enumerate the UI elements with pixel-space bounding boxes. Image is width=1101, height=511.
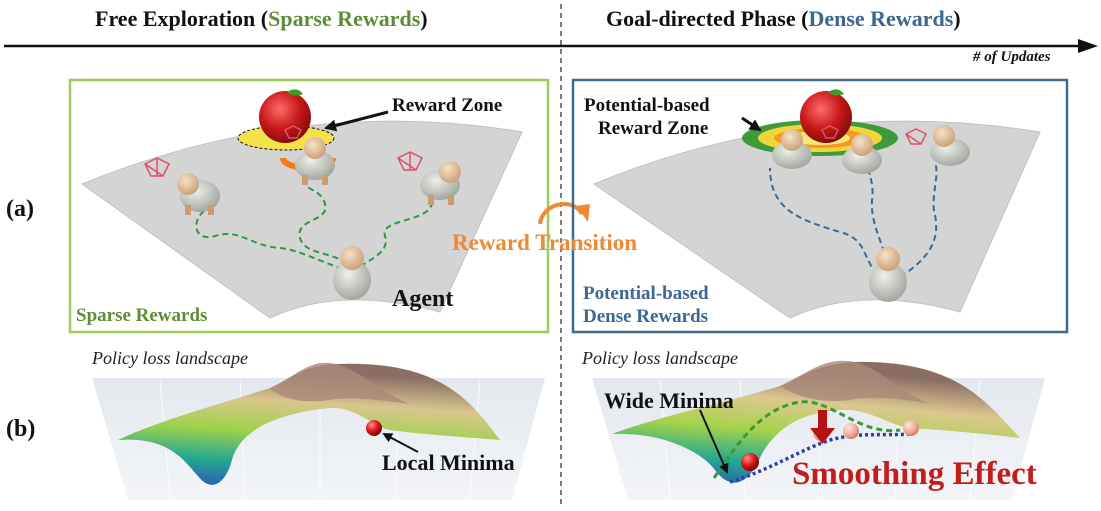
agent-figures: [772, 125, 970, 302]
sparse-panel-border: [68, 78, 550, 334]
updates-axis-label: # of Updates: [973, 49, 1051, 65]
smoothing-arrow-head: [810, 428, 835, 444]
agent-figures: [177, 137, 461, 300]
apple-icon: [800, 91, 852, 143]
potential-zone-pointer: [741, 116, 762, 132]
reward-transition-label: Reward Transition: [452, 230, 638, 255]
title-suffix: ): [953, 6, 961, 31]
title-prefix: Free Exploration (: [95, 6, 269, 31]
transition-arrow: [538, 202, 584, 225]
title-prefix: Goal-directed Phase (: [606, 6, 809, 31]
row-label-b: (b): [6, 416, 36, 442]
sparse-arena-floor: [80, 120, 523, 319]
local-minima-pointer: [382, 433, 419, 453]
polyhedron-markers: [143, 125, 424, 177]
title-suffix: ): [420, 6, 428, 31]
smoothing-arrow-shaft: [818, 410, 827, 430]
potential-zone-line1: Potential-based: [584, 95, 710, 116]
loss-surface-left: [118, 363, 500, 485]
updates-axis-arrowhead: [1078, 39, 1098, 53]
trajectory-ball: [843, 423, 859, 439]
row-label-a: (a): [6, 196, 34, 222]
dense-label-line2: Dense Rewards: [583, 306, 709, 327]
potential-reward-zone-label: Potential-based Reward Zone: [584, 94, 710, 140]
dense-panel-border: [571, 78, 1069, 334]
reward-zone-label: Reward Zone: [392, 95, 503, 116]
wide-minimum-ball: [741, 453, 759, 471]
smoothed-loss-curve: [729, 432, 911, 484]
policy-loss-caption-right: Policy loss landscape: [582, 348, 738, 368]
sparse-rewards-highlight: Sparse Rewards: [268, 6, 421, 31]
dense-label-line1: Potential-based: [583, 283, 709, 304]
agent-label: Agent: [392, 286, 454, 312]
dense-arena-floor: [592, 120, 1041, 319]
potential-zone-line2: Reward Zone: [598, 118, 709, 139]
apple-icon: [259, 91, 311, 143]
reward-zone-pointer: [324, 110, 389, 132]
local-minima-label: Local Minima: [382, 450, 515, 475]
dense-rewards-label: Potential-based Dense Rewards: [583, 282, 709, 328]
trajectory-ball: [903, 420, 919, 436]
loss-surface-right: [612, 361, 1020, 483]
wide-minima-pointer: [699, 409, 729, 474]
local-minimum-ball: [366, 420, 382, 436]
sparse-rewards-label: Sparse Rewards: [76, 305, 208, 326]
dense-rewards-highlight: Dense Rewards: [808, 6, 954, 31]
policy-loss-caption-left: Policy loss landscape: [92, 348, 248, 368]
wide-minima-label: Wide Minima: [604, 388, 734, 413]
smoothing-effect-label: Smoothing Effect: [792, 456, 1037, 492]
goal-directed-title: Goal-directed Phase (Dense Rewards): [606, 6, 961, 32]
free-exploration-title: Free Exploration (Sparse Rewards): [95, 6, 428, 32]
polyhedron-markers: [820, 125, 928, 145]
